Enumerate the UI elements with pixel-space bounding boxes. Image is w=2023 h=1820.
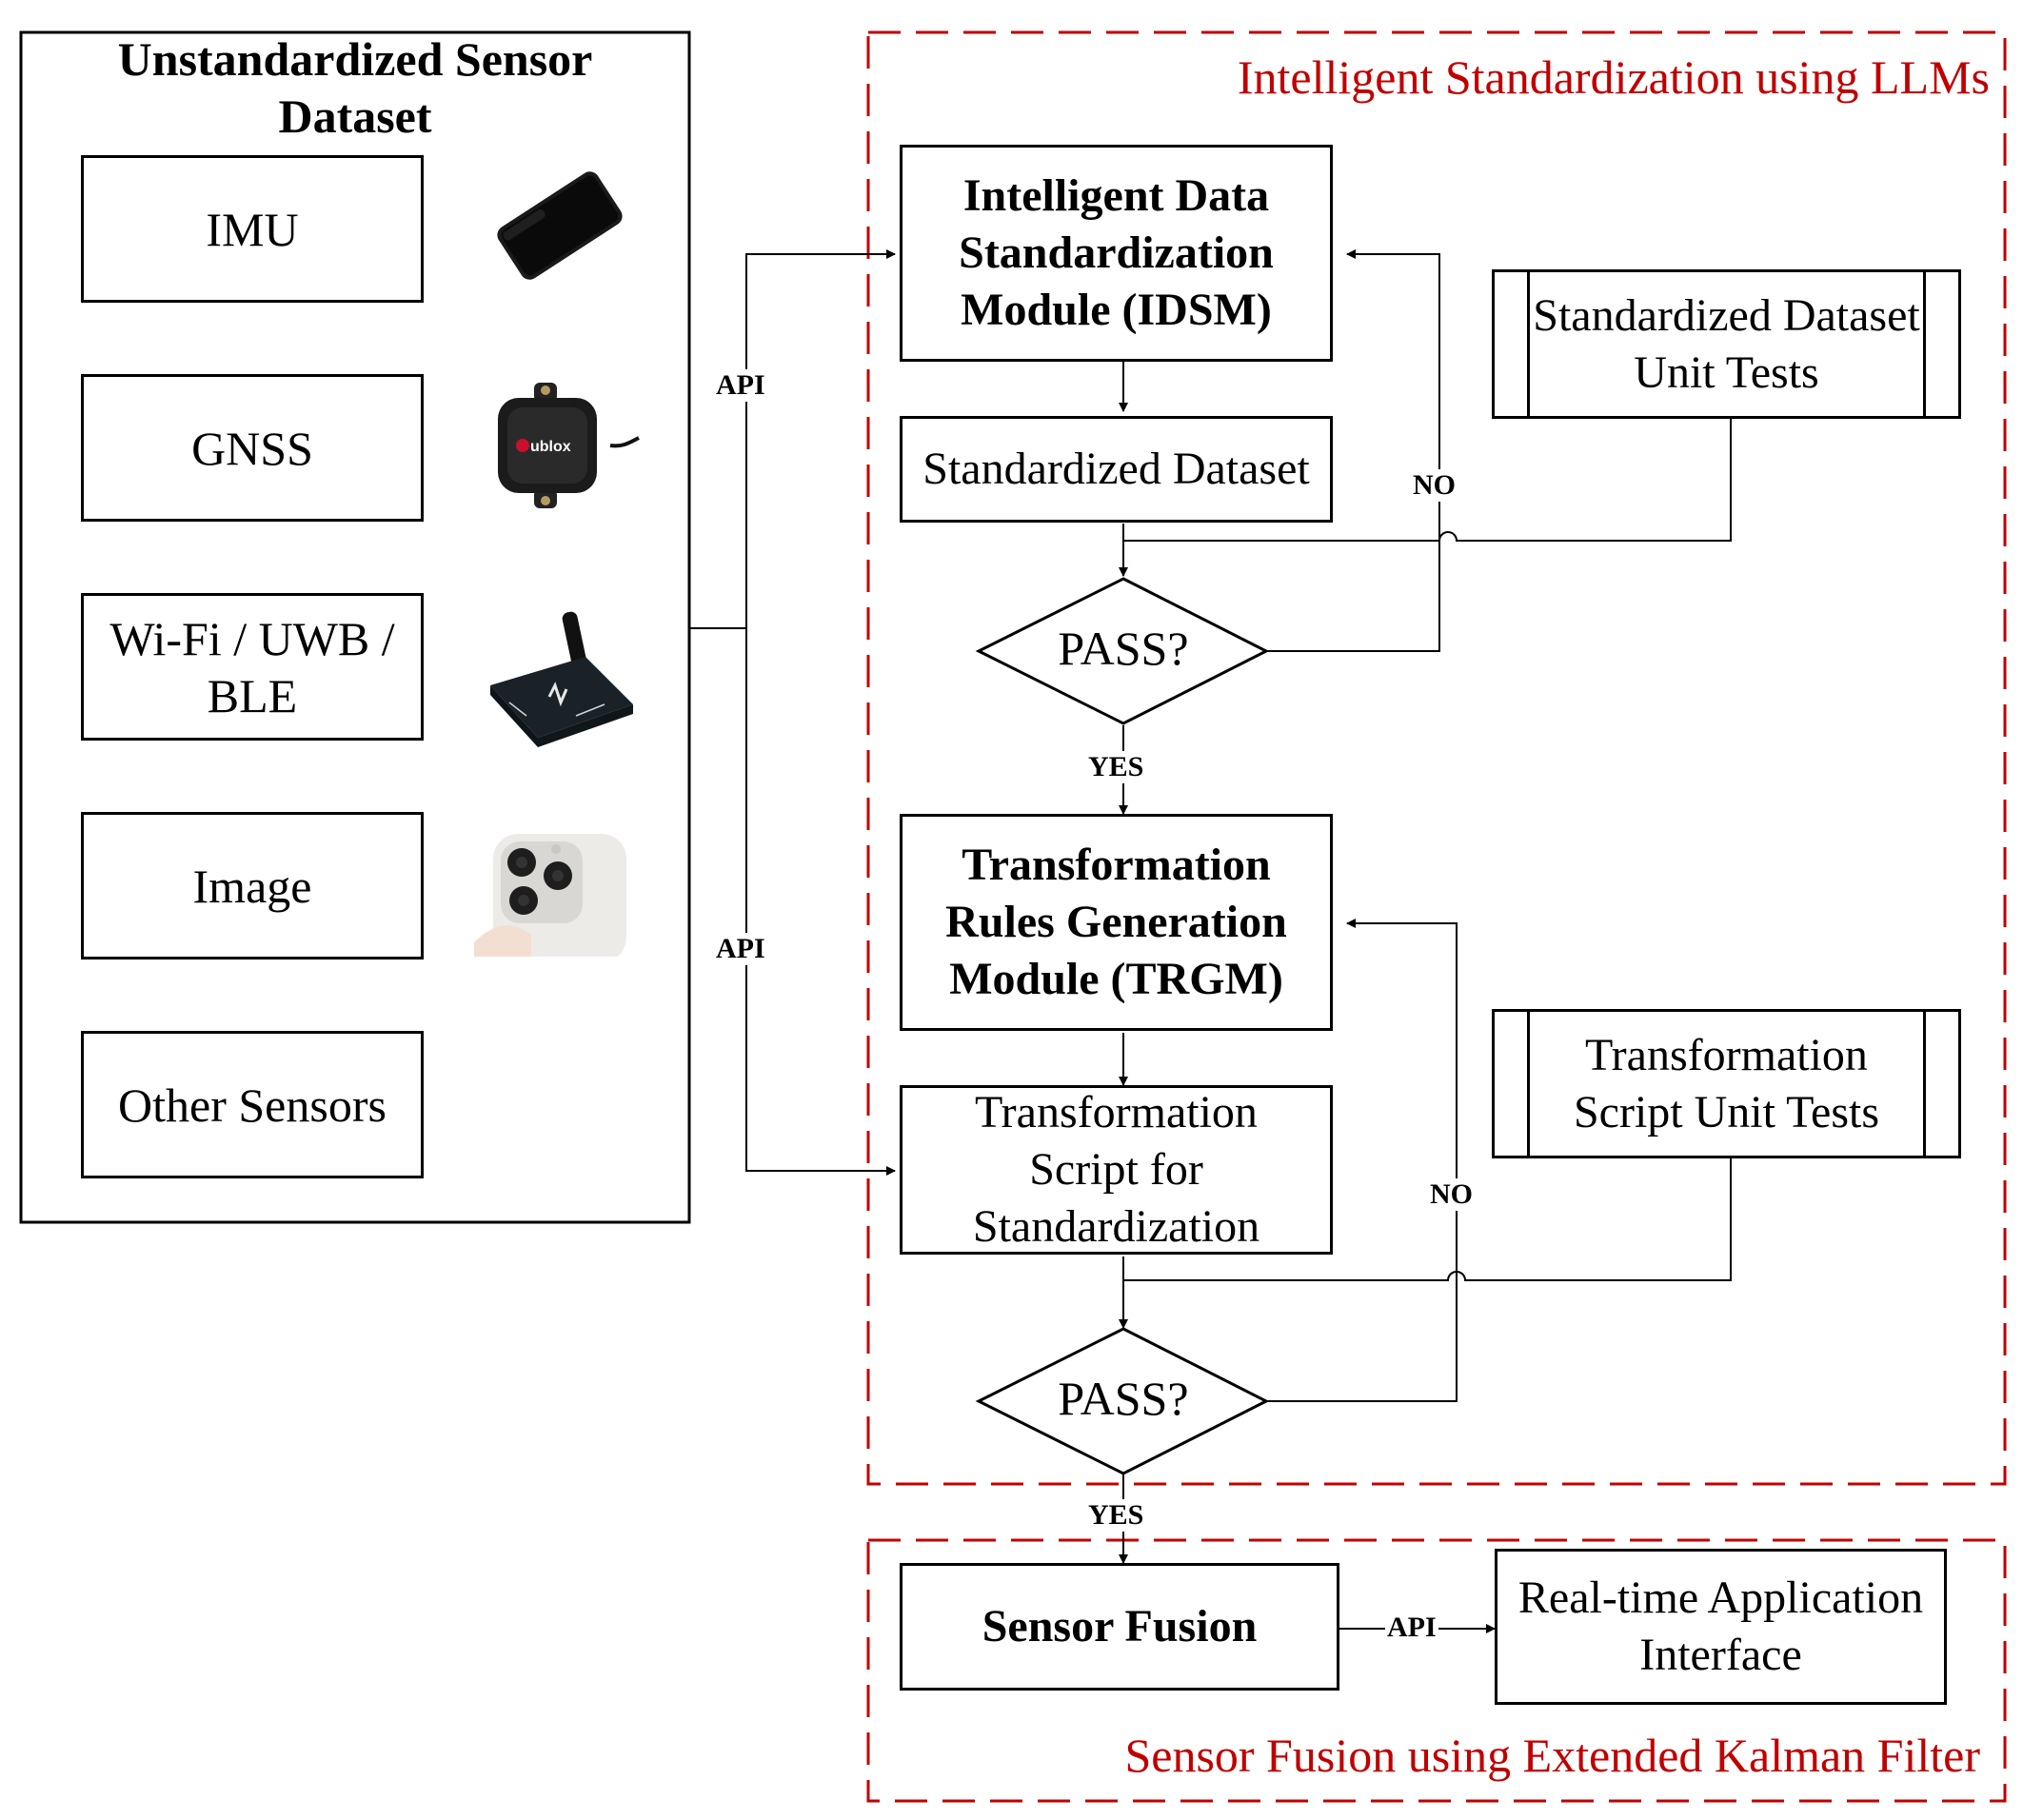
sensor-box-other: Other Sensors: [81, 1031, 424, 1178]
top-flow-lines: [1119, 249, 1732, 815]
pass-decision-diamond-2: [975, 1327, 1270, 1475]
yes-label-1: YES: [1086, 751, 1146, 783]
fusion-region-border: [866, 1538, 2007, 1803]
standardized-dataset-label: Standardized Dataset: [922, 444, 1310, 494]
dataset-unit-tests-box: Standardized Dataset Unit Tests: [1492, 269, 1961, 419]
api-label-top: API: [714, 369, 767, 402]
sensor-label-other: Other Sensors: [118, 1078, 387, 1132]
api-label-fusion: API: [1385, 1612, 1438, 1644]
realtime-interface-label: Real-time Application Interface: [1517, 1573, 1924, 1680]
sensor-label-gnss: GNSS: [191, 421, 313, 475]
gnss-antenna-icon: ublox: [498, 383, 640, 508]
realtime-interface-box: Real-time Application Interface: [1495, 1549, 1947, 1705]
sensor-label-wireless: Wi-Fi / UWB / BLE: [109, 611, 395, 722]
trgm-module-box: Transformation Rules Generation Module (…: [900, 814, 1333, 1031]
sensor-box-gnss: GNSS: [81, 374, 424, 522]
script-unit-tests-label: Transformation Script Unit Tests: [1573, 1029, 1880, 1138]
fusion-region-title: Sensor Fusion using Extended Kalman Filt…: [1124, 1729, 1980, 1782]
sensor-dataset-title: Unstandardized Sensor Dataset: [117, 32, 593, 143]
yes-label-2: YES: [1086, 1499, 1146, 1532]
trgm-module-label: Transformation Rules Generation Module (…: [945, 840, 1287, 1004]
pass-label-1: PASS?: [1058, 622, 1189, 675]
pass-label-2: PASS?: [1058, 1372, 1189, 1425]
idsm-module-label: Intelligent Data Standardization Module …: [959, 170, 1274, 335]
standardized-dataset-box: Standardized Dataset: [900, 416, 1333, 523]
sensor-box-image: Image: [81, 812, 424, 959]
sensor-label-imu: IMU: [206, 202, 299, 256]
sensor-box-imu: IMU: [81, 155, 424, 303]
pass-decision-diamond-1: [975, 577, 1270, 725]
sensor-box-wireless: Wi-Fi / UWB / BLE: [81, 593, 424, 741]
sensor-fusion-box: Sensor Fusion: [900, 1563, 1339, 1691]
no-label-2: NO: [1428, 1178, 1475, 1211]
gnss-logo-text: ublox: [530, 439, 571, 455]
api-connector-lines: [689, 249, 896, 1176]
llm-region-border: [866, 30, 2007, 1486]
wireless-module-icon: [490, 611, 633, 747]
sensor-fusion-label: Sensor Fusion: [982, 1601, 1258, 1652]
llm-region-title: Intelligent Standardization using LLMs: [1237, 50, 1990, 104]
script-unit-tests-box: Transformation Script Unit Tests: [1492, 1009, 1961, 1158]
sensor-label-image: Image: [192, 859, 312, 913]
smartphone-icon: [497, 171, 623, 280]
idsm-module-box: Intelligent Data Standardization Module …: [900, 145, 1333, 362]
transformation-script-box: Transformation Script for Standardizatio…: [900, 1085, 1333, 1255]
transformation-script-label: Transformation Script for Standardizatio…: [972, 1087, 1260, 1252]
phone-camera-icon: [474, 834, 626, 957]
no-label-1: NO: [1411, 469, 1458, 502]
api-label-bottom: API: [714, 933, 767, 965]
dataset-unit-tests-label: Standardized Dataset Unit Tests: [1533, 289, 1920, 398]
